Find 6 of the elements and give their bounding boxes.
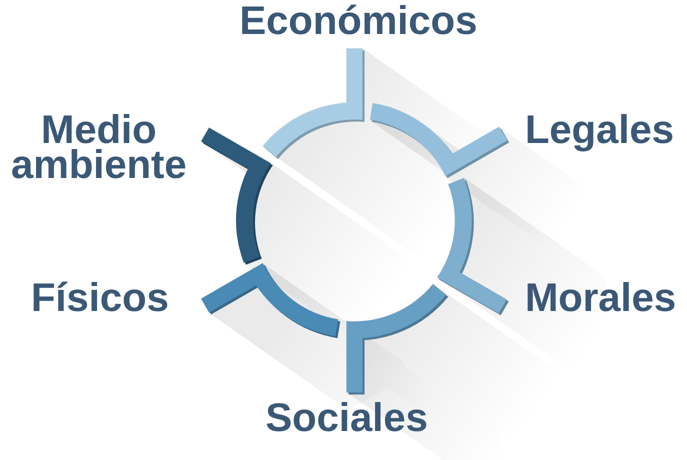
segment-label: Legales	[524, 110, 674, 150]
segment-label: Sociales	[266, 398, 428, 438]
segment-label: Morales	[524, 278, 676, 318]
segment-label: Físicos	[31, 278, 169, 318]
segment-label: Medio ambiente	[11, 112, 187, 182]
segment-label: Económicos	[240, 0, 478, 40]
